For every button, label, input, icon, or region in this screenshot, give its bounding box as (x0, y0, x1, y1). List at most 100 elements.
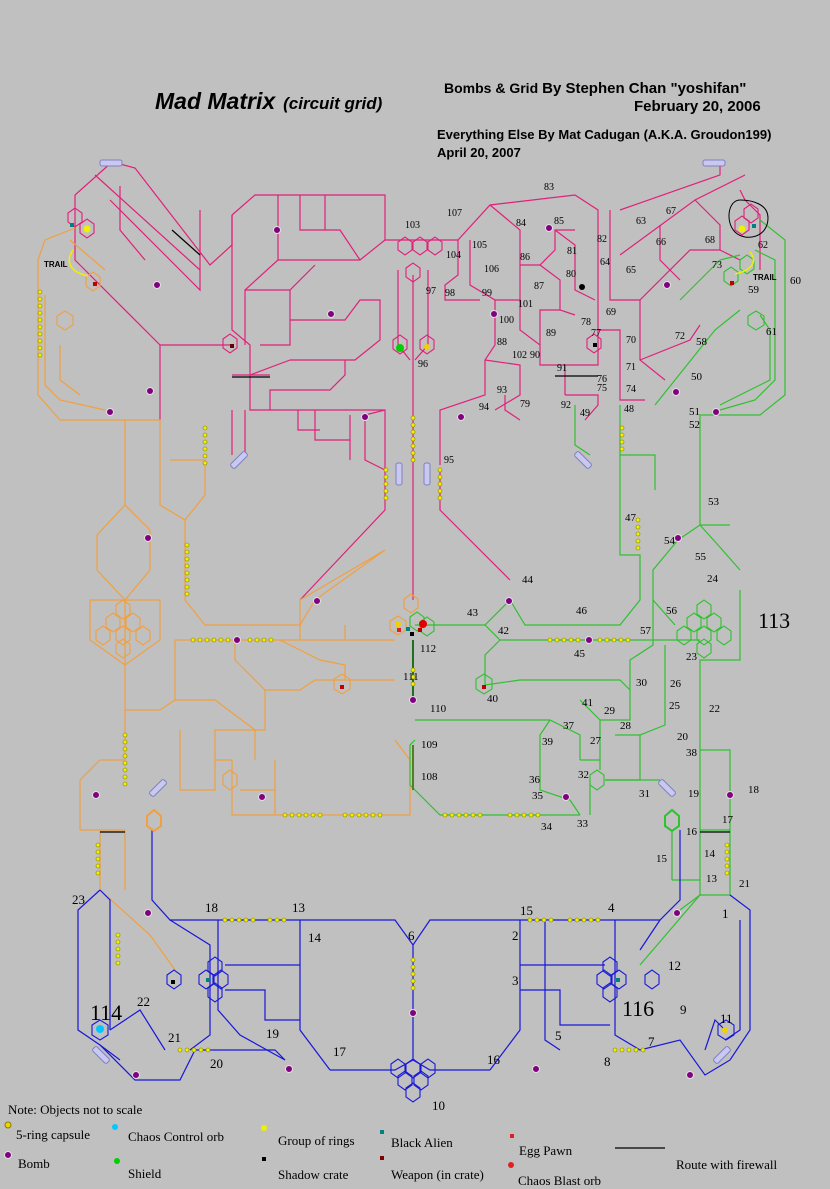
waypoint-label: 54 (664, 535, 676, 547)
weapon-marker (230, 344, 234, 348)
ring-capsule-marker (424, 344, 430, 350)
teleport-pads (92, 159, 731, 1064)
legend-note: Note: Objects not to scale (8, 1102, 143, 1117)
ring-group-blue-left-h (222, 917, 287, 923)
waypoint-label: 23 (686, 651, 698, 663)
waypoint-label: 91 (557, 363, 567, 374)
waypoint-label: 66 (656, 237, 666, 248)
waypoint-label: 23 (72, 892, 85, 907)
waypoint-label: 60 (790, 275, 802, 287)
legend-ring-capsule: 5-ring capsule (16, 1127, 91, 1142)
waypoint-label: 51 (689, 406, 700, 418)
waypoint-label: 46 (576, 605, 588, 617)
waypoint-label: 10 (432, 1098, 445, 1113)
ring-group-blue-bottom-right (612, 1047, 646, 1053)
waypoint-label: 105 (472, 240, 487, 251)
waypoint-label: 100 (499, 315, 514, 326)
waypoint-label: 112 (420, 643, 436, 655)
hex-cluster-left (56, 271, 419, 833)
waypoint-label: 5 (555, 1028, 562, 1043)
waypoint-label: 21 (739, 878, 750, 890)
legend-egg-pawn: Egg Pawn (519, 1143, 573, 1158)
waypoint-label: 111 (403, 671, 419, 683)
waypoint-label: 32 (578, 769, 589, 781)
ring-group-left-vert2 (184, 542, 190, 597)
legend-symbols (4, 1121, 514, 1168)
waypoint-label: 61 (766, 326, 777, 338)
trail-left (68, 249, 89, 277)
waypoint-label: 55 (695, 551, 707, 563)
ring-group-left-column (37, 289, 43, 358)
waypoint-label: 49 (580, 408, 590, 419)
ring-group-right-vert4 (724, 842, 730, 876)
waypoint-label: 63 (636, 216, 646, 227)
waypoint-label: 64 (600, 257, 610, 268)
waypoint-label: 57 (640, 625, 652, 637)
waypoint-label: 41 (582, 697, 593, 709)
ring-group-left-vert3 (122, 732, 128, 787)
waypoint-label: 38 (686, 747, 698, 759)
trail-right (734, 251, 755, 275)
black-alien-marker (616, 978, 620, 982)
waypoint-label: 93 (497, 385, 507, 396)
page-title: Mad Matrix(circuit grid) (155, 88, 382, 115)
waypoint-label: 108 (421, 771, 438, 783)
ring-group-left-center (383, 467, 389, 501)
waypoint-label: 103 (405, 220, 420, 231)
waypoint-label: 96 (418, 359, 428, 370)
ring-group-left-horizontal (190, 637, 274, 643)
waypoint-label: 48 (624, 404, 634, 415)
waypoint-label: 52 (689, 419, 700, 431)
waypoint-label: 90 (530, 350, 540, 361)
waypoint-label: 18 (205, 900, 218, 915)
waypoint-label: 62 (758, 240, 768, 251)
waypoint-label: 107 (447, 208, 462, 219)
waypoint-label: 84 (516, 218, 526, 229)
black-alien-marker (70, 223, 74, 227)
waypoint-label: 14 (308, 930, 322, 945)
trail-label-left: TRAIL (44, 260, 68, 269)
waypoint-label: 43 (467, 607, 479, 619)
waypoint-label: 15 (656, 853, 668, 865)
waypoint-label: 76 (597, 374, 607, 385)
trail-label-right: TRAIL (753, 273, 777, 282)
waypoint-label: 47 (625, 512, 637, 524)
waypoint-label: 11 (720, 1011, 733, 1026)
ring-groups (37, 289, 730, 1053)
waypoint-label: 8 (604, 1054, 611, 1069)
circle-annotation (728, 199, 769, 238)
waypoint-label: 102 (512, 350, 527, 361)
waypoint-label: 77 (591, 328, 601, 339)
waypoint-label: 30 (636, 677, 648, 689)
credit-date-2: April 20, 2007 (437, 145, 521, 160)
waypoint-label: 16 (487, 1052, 501, 1067)
waypoint-label: 86 (520, 252, 530, 263)
waypoint-label: 58 (696, 336, 708, 348)
ring-group-right-center (437, 467, 443, 501)
waypoint-label: 22 (709, 703, 720, 715)
waypoint-label: 35 (532, 790, 544, 802)
ring-group-icon (738, 225, 746, 233)
chaos-blast-marker (419, 620, 427, 628)
waypoint-label: 70 (626, 335, 636, 346)
ring-group-center-spine (410, 415, 416, 463)
ring-group-blue-center (410, 957, 416, 991)
bombs (92, 224, 734, 1079)
alien-marker (579, 284, 585, 290)
ring-group-right-bottom-h (442, 812, 541, 818)
waypoint-label: 25 (669, 700, 681, 712)
shadow-crate-marker (171, 980, 175, 984)
waypoint-label: 6 (408, 928, 415, 943)
egg-pawn-marker (93, 282, 97, 286)
green-route (409, 219, 786, 966)
waypoint-label: 109 (421, 739, 438, 751)
hex-cluster-top (67, 203, 759, 355)
firewall-routes (100, 229, 730, 1149)
hex-clusters (56, 203, 765, 1103)
waypoint-label: 24 (707, 573, 719, 585)
waypoint-label: 18 (748, 784, 760, 796)
hand-drawn-annotations (68, 199, 769, 277)
waypoint-label: 74 (626, 384, 636, 395)
